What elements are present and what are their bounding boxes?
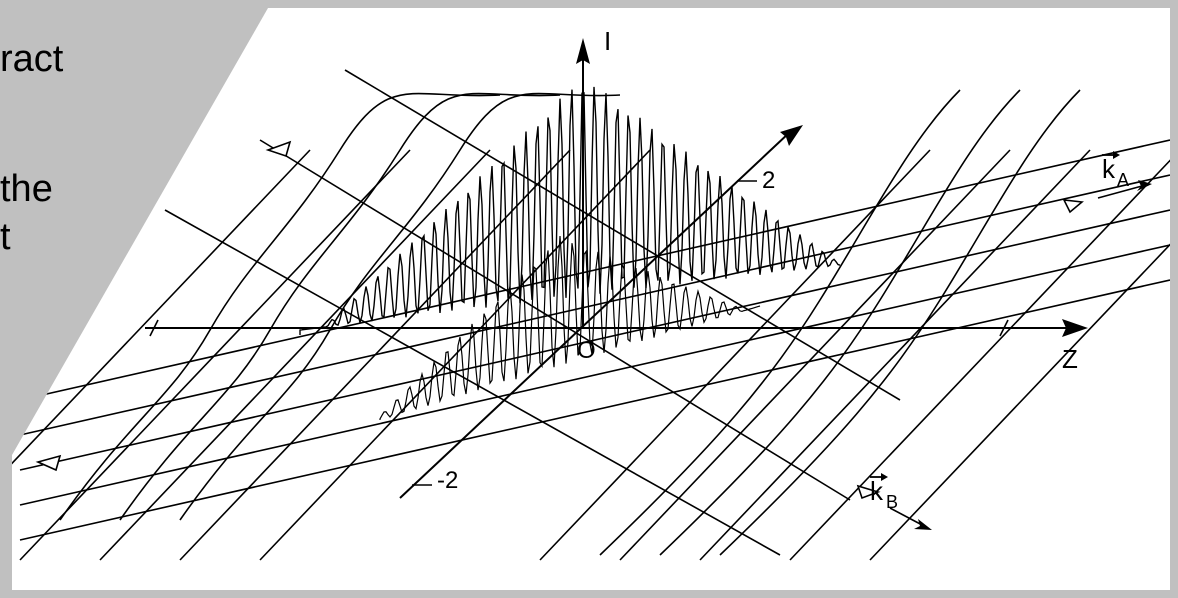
z-axis-tick-left [149,319,159,337]
steep-grid-line-3 [99,149,491,561]
central-fringe-trace [299,86,841,335]
z-axis-arrowhead [1062,319,1088,337]
shallow-grid-line-5 [19,279,1170,541]
steep-grid-line-2 [19,149,411,561]
shallow-grid-line-4 [19,244,1170,506]
slant-axis-arrowhead [780,125,803,146]
white-figure-panel [12,8,1170,590]
shallow-grid-line-3 [19,209,1170,471]
lower-fringe-trace [379,235,761,420]
slide-text-fragment-1: ract [0,38,64,80]
k-b-arrowhead [914,519,932,530]
intensity-axis-label: I [604,26,611,56]
steep-grid-line-10 [869,149,1170,561]
right-envelope-3 [599,89,961,556]
steep-grid-line-8 [699,149,1091,561]
wave-envelopes [59,89,1081,556]
right-envelope-1 [719,89,1081,556]
z-axis-tick-right [999,319,1009,337]
descending-grid-line-1 [344,69,901,401]
k-a-vector-bar-head [1113,151,1120,159]
steep-grid-line-9 [789,149,1170,561]
tick-label-negative: -2 [437,467,458,494]
interference-fringes [299,86,841,420]
slant-axis-line [399,131,791,499]
slide-text-fragment-2: the [0,168,53,210]
open-arrow-marker-4 [856,484,881,500]
slide-text-fragment-3: t [0,216,11,258]
steep-grid-line-1 [12,149,311,561]
shallow-grid-line-1 [19,139,1170,401]
open-arrow-marker-1 [265,140,292,158]
descending-grid-line-2 [259,139,851,501]
left-envelope-3 [179,92,621,521]
descending-grid-line-3 [164,209,781,556]
k-b-subscript: B [886,492,898,512]
steep-grid-line-7 [619,149,1011,561]
k-b-label: k [870,476,884,506]
left-envelope-2 [119,92,561,521]
intensity-axis-arrowhead [576,38,590,64]
left-envelope-1 [59,92,501,521]
k-a-arrowhead [1137,180,1152,191]
k-a-label: k [1102,154,1116,184]
tick-label-positive: 2 [762,167,775,194]
k-a-subscript: A [1117,170,1129,190]
k-b-arrow-shaft [889,507,925,527]
steep-grid-line-5 [259,149,651,561]
open-arrow-marker-3 [1062,199,1084,214]
z-axis-label: Z [1062,344,1078,374]
right-envelope-2 [659,89,1021,556]
open-arrow-marker-2 [35,454,62,472]
origin-label: O [577,337,596,364]
k-a-arrow-shaft [1097,185,1143,199]
steep-grid-line-6 [539,149,931,561]
k-b-vector-bar-head [881,473,888,481]
